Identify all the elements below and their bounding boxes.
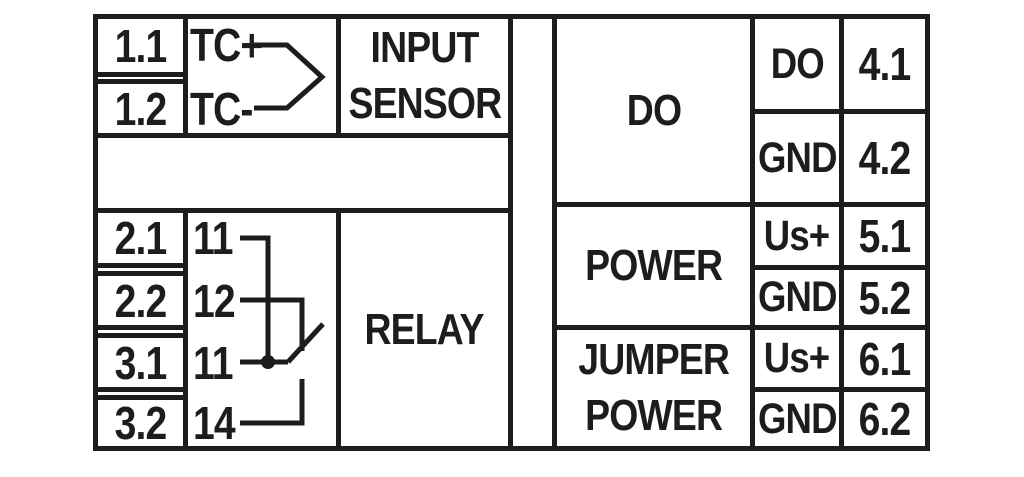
terminal-4-1: 4.1 bbox=[858, 38, 912, 90]
terminal-box-divider bbox=[93, 79, 188, 84]
terminal-box-divider bbox=[93, 387, 188, 392]
signal-do: DO bbox=[770, 39, 824, 88]
terminal-6-1: 6.1 bbox=[858, 332, 912, 385]
terminal-5-2: 5.2 bbox=[858, 271, 912, 324]
signal-gnd-power: GND bbox=[757, 273, 838, 321]
terminal-box-divider bbox=[93, 72, 188, 77]
divider-line bbox=[755, 109, 925, 114]
divider-line bbox=[750, 14, 755, 451]
terminal-2-2: 2.2 bbox=[114, 274, 168, 327]
divider-line bbox=[755, 387, 925, 392]
divider-line bbox=[336, 208, 341, 451]
contact-12: 12 bbox=[193, 274, 236, 327]
terminal-1-2: 1.2 bbox=[114, 82, 168, 135]
terminal-4-2: 4.2 bbox=[858, 132, 912, 184]
contact-junction-dot bbox=[261, 355, 275, 369]
contact-14: 14 bbox=[193, 397, 236, 449]
divider-line bbox=[839, 14, 844, 451]
divider-line bbox=[93, 208, 513, 213]
signal-us-plus-power: Us+ bbox=[764, 211, 830, 260]
changeover-contact-icon bbox=[240, 235, 325, 426]
divider-line bbox=[336, 14, 341, 138]
contact-11-common: 11 bbox=[193, 336, 233, 389]
terminal-box-divider bbox=[93, 263, 188, 268]
signal-tc-plus: TC+ bbox=[190, 19, 263, 71]
left-block-left-border bbox=[93, 14, 98, 451]
terminal-6-2: 6.2 bbox=[858, 393, 912, 445]
thermocouple-icon bbox=[254, 42, 326, 111]
signal-tc-minus: TC- bbox=[190, 82, 253, 135]
terminal-2-1: 2.1 bbox=[114, 212, 168, 264]
power-section-label: POWER bbox=[584, 241, 723, 290]
signal-gnd-jumper: GND bbox=[757, 394, 838, 443]
terminal-box-divider bbox=[93, 271, 188, 276]
divider-line bbox=[93, 133, 513, 138]
terminal-5-1: 5.1 bbox=[858, 210, 912, 262]
terminal-box-divider bbox=[93, 395, 188, 400]
terminal-box-divider bbox=[93, 333, 188, 338]
terminal-3-2: 3.2 bbox=[114, 397, 168, 449]
terminal-1-1: 1.1 bbox=[114, 19, 168, 72]
terminal-box-divider bbox=[93, 325, 188, 330]
do-section-label: DO bbox=[626, 85, 681, 135]
right-block-right-border bbox=[925, 14, 930, 451]
relay-label: RELAY bbox=[364, 304, 485, 354]
signal-gnd-do: GND bbox=[757, 133, 838, 182]
terminal-3-1: 3.1 bbox=[114, 336, 168, 389]
divider-line bbox=[552, 325, 930, 330]
divider-line bbox=[755, 265, 925, 270]
input-sensor-label: INPUT SENSOR bbox=[348, 23, 502, 128]
right-block-left-border bbox=[552, 14, 557, 451]
jumper-power-section-label: JUMPER POWER bbox=[578, 335, 730, 440]
contact-11-nc-common: 11 bbox=[193, 212, 233, 264]
divider-line bbox=[552, 202, 930, 207]
signal-us-plus-jumper: Us+ bbox=[764, 334, 830, 382]
left-block-right-border bbox=[508, 14, 513, 451]
